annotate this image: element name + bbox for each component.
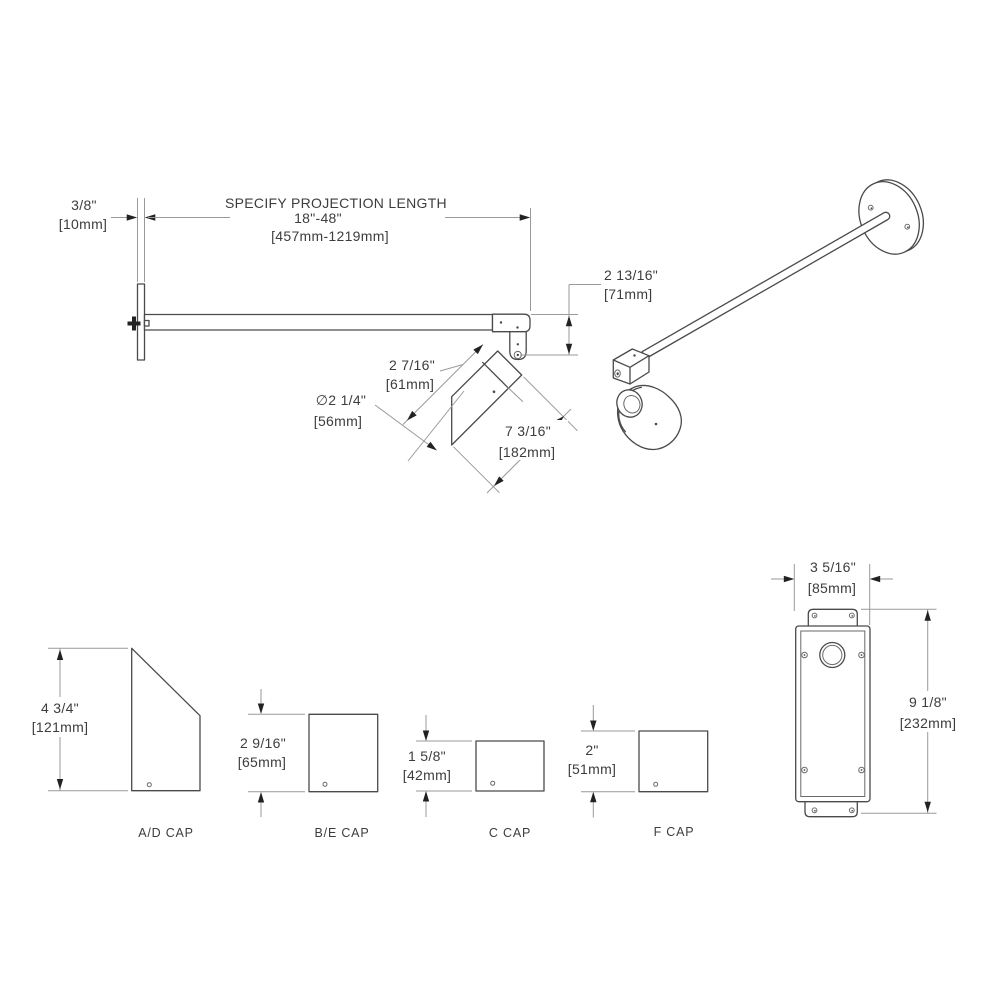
cap-ad-label: A/D CAP bbox=[138, 826, 194, 840]
dim-head-drop: 2 13/16" [71mm] bbox=[520, 267, 658, 356]
cap-f-shape bbox=[638, 730, 709, 793]
dim-box-w-in: 3 5/16" bbox=[810, 559, 856, 575]
arm-end-bracket bbox=[491, 313, 531, 333]
projection-range-mm: [457mm-1219mm] bbox=[271, 228, 389, 244]
dim-projection-length: SPECIFY PROJECTION LENGTH 18"-48" [457mm… bbox=[148, 195, 531, 311]
mounting-arm-side bbox=[143, 313, 494, 331]
dim-cap-ad-mm: [121mm] bbox=[32, 719, 89, 735]
back-box-top-tab bbox=[807, 608, 858, 628]
projection-range-in: 18"-48" bbox=[294, 210, 342, 226]
dim-plate-in: 3/8" bbox=[71, 197, 97, 213]
mount-screw-icon bbox=[127, 316, 141, 331]
back-box-body bbox=[795, 625, 871, 803]
back-box-bottom-tab bbox=[804, 800, 858, 818]
back-box-view: 3 5/16" [85mm] 9 1/8" [232mm] bbox=[771, 559, 962, 818]
dim-cap-be-in: 2 9/16" bbox=[240, 735, 286, 751]
corner-screws bbox=[801, 651, 865, 774]
cap-be-label: B/E CAP bbox=[315, 826, 370, 840]
dim-cap-ad-in: 4 3/4" bbox=[41, 700, 79, 716]
dim-box-w-mm: [85mm] bbox=[808, 580, 856, 596]
dim-drop-in: 2 13/16" bbox=[604, 267, 658, 283]
dim-upper-mm: [61mm] bbox=[386, 376, 434, 392]
dim-length-mm: [182mm] bbox=[499, 444, 556, 460]
dim-head-diameter: ∅2 1/4" [56mm] bbox=[314, 392, 439, 454]
projection-title: SPECIFY PROJECTION LENGTH bbox=[225, 195, 447, 211]
dim-cap-f-mm: [51mm] bbox=[568, 761, 616, 777]
cap-c-label: C CAP bbox=[489, 826, 531, 840]
cap-options: 4 3/4" [121mm] A/D CAP 2 9/16" [65mm] B/… bbox=[26, 647, 709, 840]
dim-plate-thickness: 3/8" [10mm] bbox=[59, 197, 156, 282]
lamp-head-side bbox=[451, 350, 523, 446]
dim-box-height: 9 1/8" [232mm] bbox=[861, 608, 962, 814]
dim-head-upper: 2 7/16" [61mm] bbox=[386, 342, 486, 462]
dim-cap-f-in: 2" bbox=[585, 742, 598, 758]
cap-f-label: F CAP bbox=[654, 825, 695, 839]
isometric-view bbox=[612, 179, 925, 451]
cap-be-shape bbox=[308, 713, 379, 793]
mounting-arm-iso bbox=[641, 211, 891, 360]
knockout-hole bbox=[819, 641, 846, 669]
dim-plate-mm: [10mm] bbox=[59, 216, 107, 232]
dim-box-width: 3 5/16" [85mm] bbox=[771, 559, 893, 625]
dim-cap-be-mm: [65mm] bbox=[238, 754, 286, 770]
dim-head-length: 7 3/16" [182mm] bbox=[453, 376, 578, 494]
canopy-screw-hole bbox=[867, 204, 874, 211]
dim-dia-mm: [56mm] bbox=[314, 413, 362, 429]
dim-dia-in: ∅2 1/4" bbox=[316, 392, 366, 408]
dim-box-h-mm: [232mm] bbox=[900, 715, 957, 731]
canopy-screw-hole bbox=[904, 223, 911, 230]
dim-cap-c-in: 1 5/8" bbox=[408, 748, 446, 764]
cap-ad-shape bbox=[131, 647, 201, 792]
dim-length-in: 7 3/16" bbox=[505, 423, 551, 439]
side-view bbox=[127, 283, 531, 446]
dim-drop-mm: [71mm] bbox=[604, 286, 652, 302]
dim-upper-in: 2 7/16" bbox=[389, 357, 435, 373]
dim-cap-c-mm: [42mm] bbox=[403, 767, 451, 783]
dim-box-h-in: 9 1/8" bbox=[909, 694, 947, 710]
swivel-knuckle bbox=[509, 331, 527, 361]
cap-c-shape bbox=[475, 740, 545, 792]
